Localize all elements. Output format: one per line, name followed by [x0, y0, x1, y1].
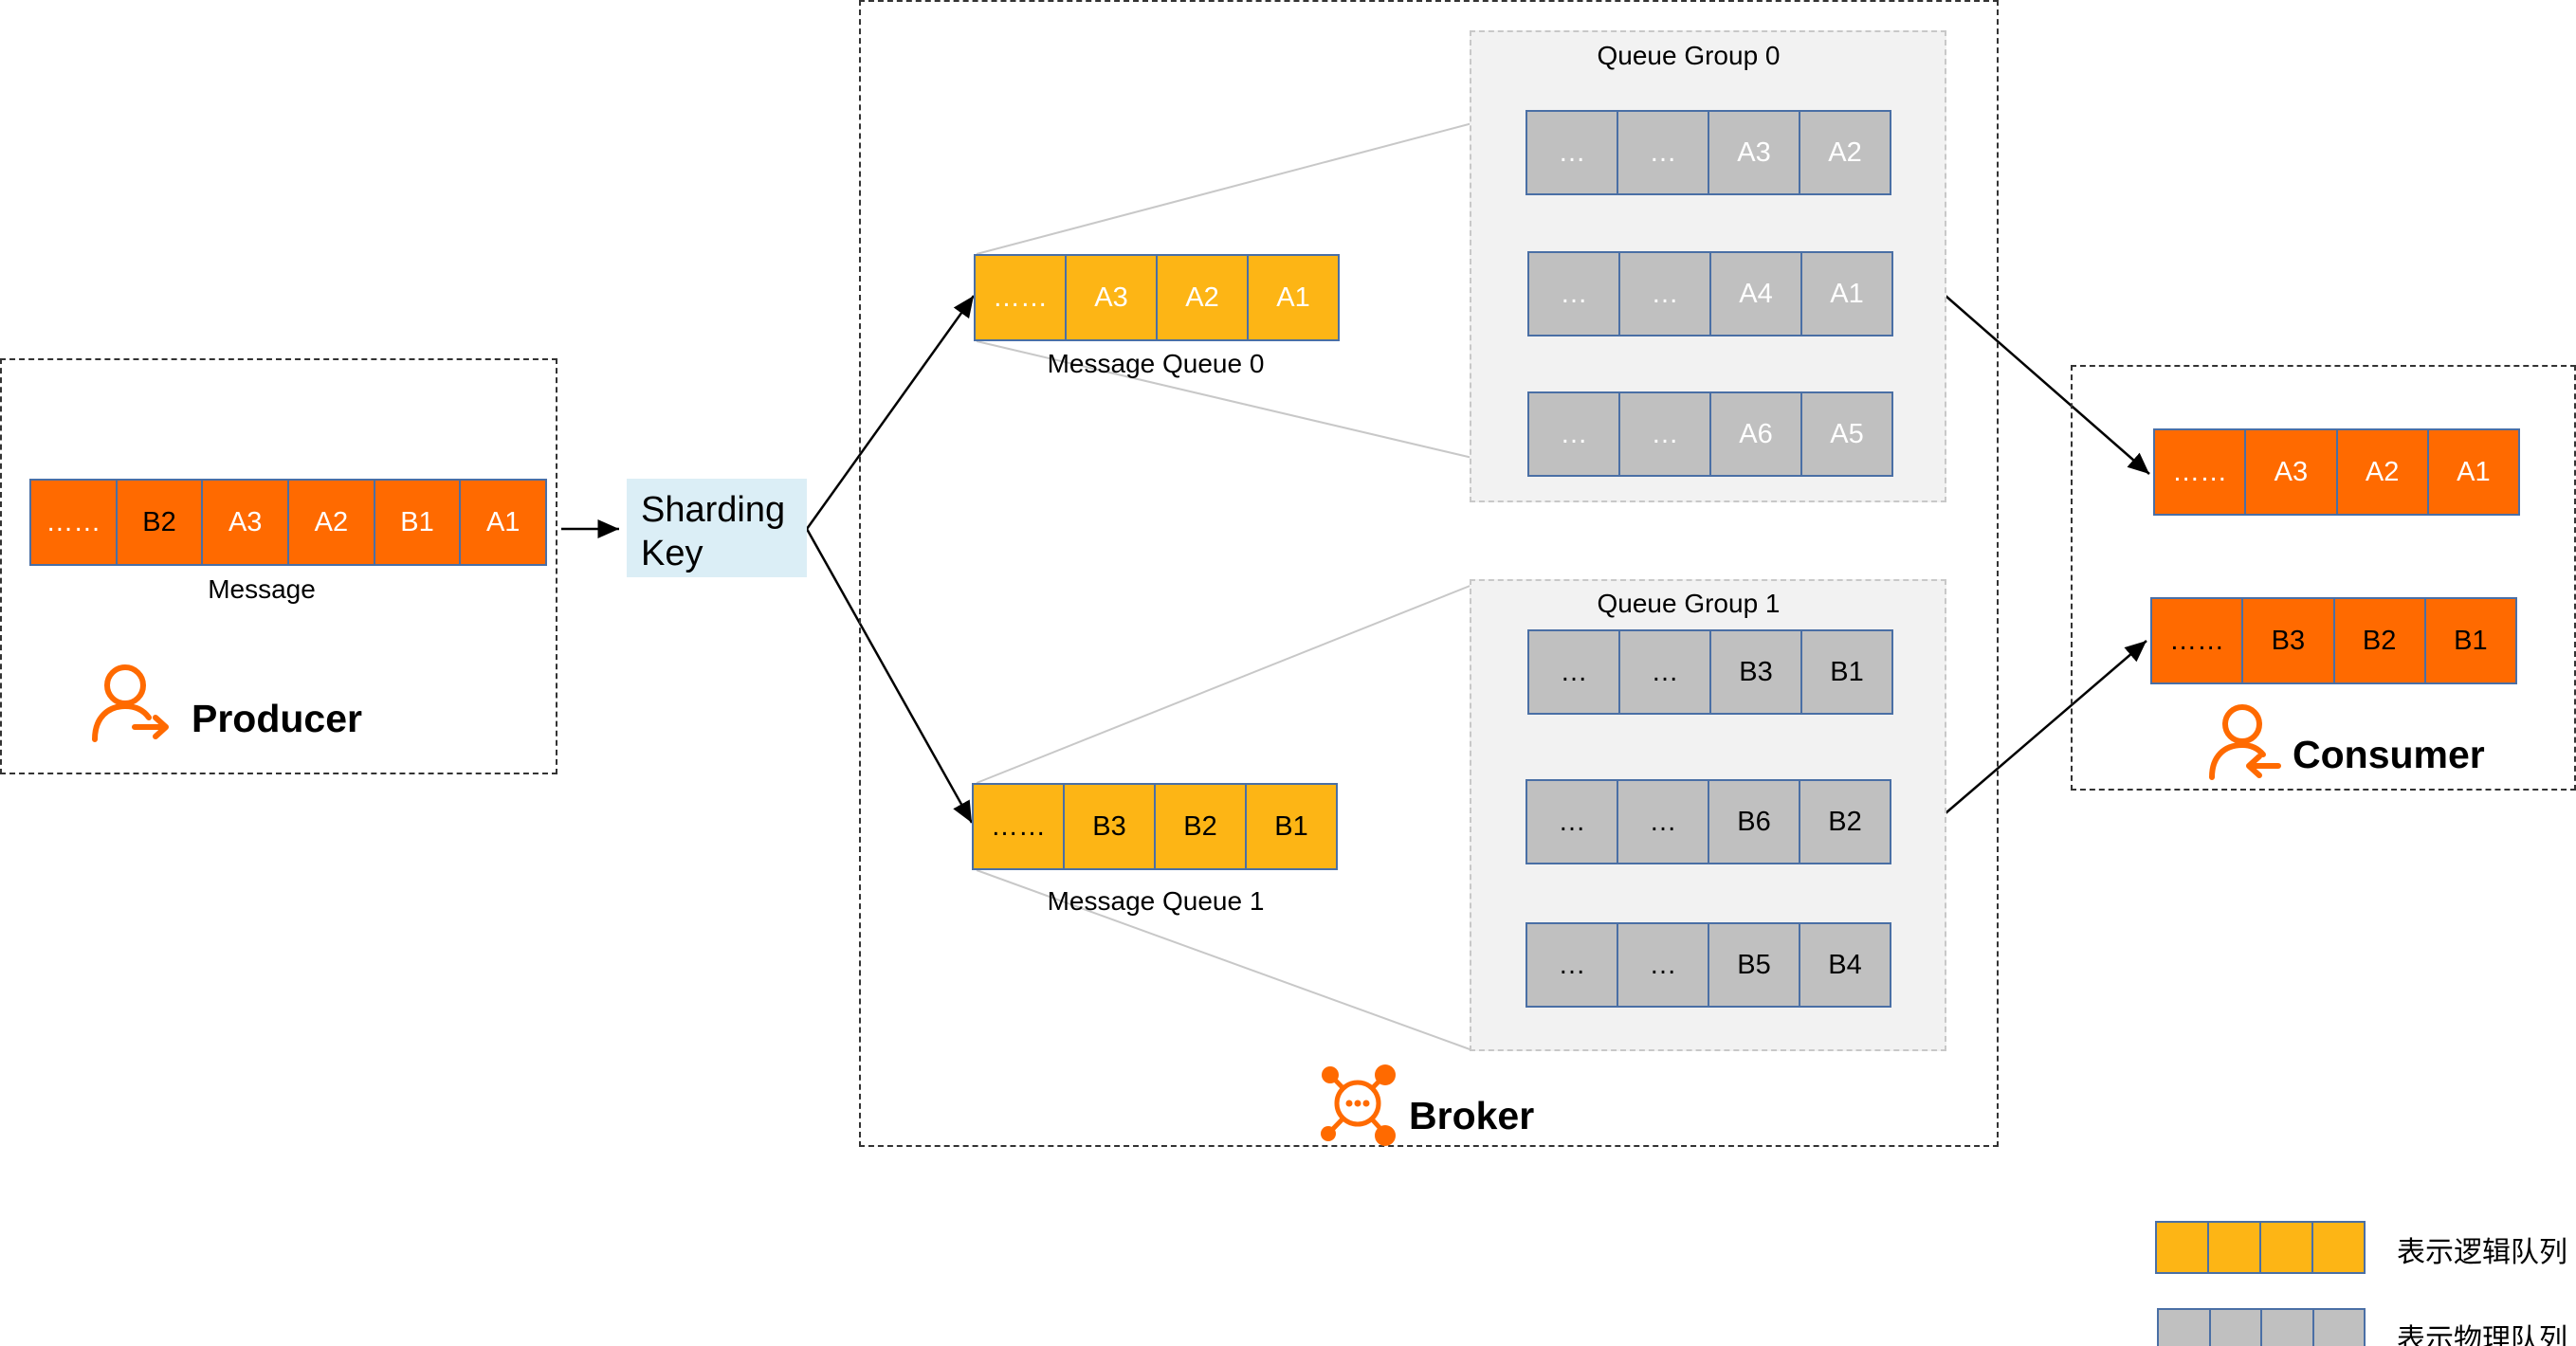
physical-queue: … … B5 B4 — [1526, 922, 1891, 1008]
queue-cell: A1 — [2426, 430, 2518, 514]
queue-cell: … — [1558, 136, 1586, 168]
queue-group-0-label: Queue Group 0 — [1597, 41, 1781, 70]
queue-cell: … — [1558, 949, 1586, 980]
queue-cell: B1 — [373, 481, 460, 564]
producer-title: Producer — [192, 697, 362, 740]
message-queue-0: …… A3 A2 A1 — [974, 254, 1340, 341]
queue-cell: … — [1618, 631, 1709, 713]
queue-cell: A1 — [1247, 256, 1338, 339]
legend-physical-label: 表示物理队列 — [2397, 1324, 2567, 1346]
queue-cell: B2 — [115, 481, 202, 564]
queue-cell: …… — [993, 282, 1048, 313]
sharding-key-box: Sharding Key — [627, 479, 807, 577]
queue-cell: B3 — [1063, 785, 1154, 868]
arrow-sharding-to-queue-0 — [805, 295, 976, 530]
arrow-group-1-to-consumer — [1945, 640, 2147, 814]
queue-cell: A2 — [1156, 256, 1247, 339]
consumer-queue-a: …… A3 A2 A1 — [2153, 428, 2520, 516]
queue-cell: A5 — [1800, 393, 1891, 475]
queue-cell: B1 — [2423, 599, 2515, 682]
broker-box — [859, 0, 1999, 1147]
user-receive-icon — [2204, 700, 2282, 781]
queue-group-1-label: Queue Group 1 — [1597, 589, 1781, 618]
queue-cell: … — [1560, 278, 1588, 309]
broker-title: Broker — [1409, 1094, 1535, 1137]
queue-cell: … — [1560, 418, 1588, 449]
queue-cell: … — [1617, 924, 1708, 1006]
queue-cell: B1 — [1800, 631, 1891, 713]
queue-cell: … — [1618, 393, 1709, 475]
queue-cell: A3 — [201, 481, 287, 564]
message-queue-1-label: Message Queue 1 — [1047, 886, 1265, 916]
arrow-group-0-to-consumer — [1945, 295, 2150, 475]
physical-queue: … … A4 A1 — [1527, 251, 1893, 336]
message-queue-0-label: Message Queue 0 — [1047, 349, 1265, 378]
queue-cell: B4 — [1799, 924, 1890, 1006]
queue-cell: A4 — [1709, 253, 1800, 335]
queue-cell: … — [1558, 806, 1586, 837]
queue-cell: A1 — [459, 481, 545, 564]
consumer-title: Consumer — [2293, 733, 2485, 776]
legend-physical-swatch — [2157, 1308, 2366, 1346]
queue-cell: …… — [2169, 625, 2225, 656]
queue-cell: B2 — [1154, 785, 1245, 868]
physical-queue: … … B3 B1 — [1527, 629, 1893, 715]
queue-cell: A2 — [287, 481, 374, 564]
message-queue-1: …… B3 B2 B1 — [972, 783, 1338, 870]
queue-cell: … — [1618, 253, 1709, 335]
queue-cell: …… — [2172, 456, 2228, 487]
broker-hub-icon — [1317, 1060, 1398, 1147]
queue-cell: A6 — [1709, 393, 1800, 475]
producer-box — [0, 358, 557, 774]
queue-cell: … — [1560, 656, 1588, 687]
queue-cell: …… — [46, 506, 101, 537]
queue-cell: B3 — [1709, 631, 1800, 713]
queue-cell: A3 — [2244, 430, 2335, 514]
arrow-sharding-to-queue-1 — [805, 528, 974, 824]
queue-cell: … — [1617, 112, 1708, 193]
consumer-box — [2071, 365, 2576, 791]
queue-cell: B6 — [1708, 781, 1799, 863]
producer-queue-label: Message — [208, 574, 316, 604]
queue-cell: A3 — [1065, 256, 1156, 339]
queue-cell: B1 — [1245, 785, 1336, 868]
queue-cell: A3 — [1708, 112, 1799, 193]
physical-queue: … … B6 B2 — [1526, 779, 1891, 864]
queue-cell: B5 — [1708, 924, 1799, 1006]
queue-cell: B3 — [2241, 599, 2332, 682]
physical-queue: … … A3 A2 — [1526, 110, 1891, 195]
physical-queue: … … A6 A5 — [1527, 391, 1893, 477]
queue-cell: A2 — [2335, 430, 2427, 514]
queue-cell: A1 — [1800, 253, 1891, 335]
queue-cell: … — [1617, 781, 1708, 863]
queue-cell: B2 — [2332, 599, 2424, 682]
producer-message-queue: …… B2 A3 A2 B1 A1 — [29, 479, 547, 566]
queue-cell: B2 — [1799, 781, 1890, 863]
zoom-guide-lines — [976, 122, 1473, 1051]
queue-cell: A2 — [1799, 112, 1890, 193]
queue-cell: …… — [991, 810, 1046, 842]
user-send-icon — [87, 659, 173, 744]
legend-logical-swatch — [2155, 1221, 2366, 1274]
consumer-queue-b: …… B3 B2 B1 — [2150, 597, 2517, 684]
legend-logical-label: 表示逻辑队列 — [2397, 1237, 2567, 1268]
